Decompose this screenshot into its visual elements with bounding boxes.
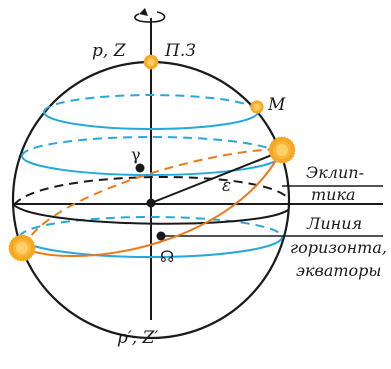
label-horizon-2: горизонта, [290, 238, 387, 257]
rotation-arrow-icon [135, 8, 165, 22]
label-ecliptic-2: тика [311, 185, 356, 204]
label-ecliptic-1: Эклип- [306, 163, 364, 182]
radius-to-sun [151, 151, 282, 203]
label-top-pole: p, Z [92, 41, 127, 61]
node-point [157, 232, 166, 241]
sun-icon [269, 137, 295, 163]
label-north-pole-mark: П.З [164, 41, 196, 61]
center-point [147, 199, 156, 208]
label-bottom-pole: p′, Z′ [117, 328, 158, 348]
label-horizon-3: экваторы [296, 261, 381, 280]
sun-icon [251, 101, 264, 114]
label-omega: ☊ [160, 247, 174, 266]
label-horizon-1: Линия [306, 214, 362, 233]
vernal-equinox-point [136, 164, 145, 173]
label-star: M [267, 95, 286, 115]
sun-icon [9, 235, 35, 261]
label-epsilon: ε [222, 176, 231, 196]
label-gamma: γ [131, 145, 141, 164]
sun-icon [144, 55, 158, 69]
